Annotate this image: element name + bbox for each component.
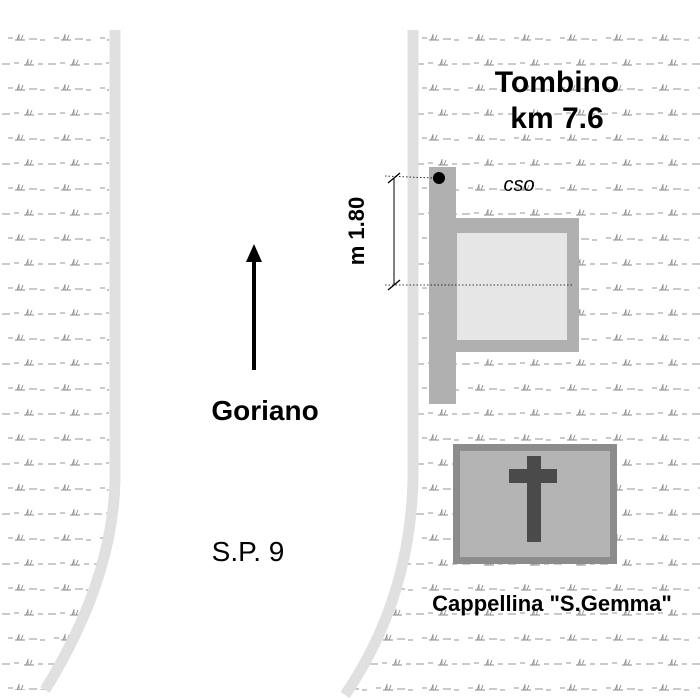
title-km: km 7.6 <box>510 102 603 135</box>
arrow-up-icon <box>246 244 262 370</box>
road-edge-left <box>40 30 121 693</box>
direction-label: Goriano <box>211 395 318 426</box>
culvert-box-inner <box>457 233 567 340</box>
cso-label: cso <box>503 174 534 196</box>
measure-label: m 1.80 <box>344 197 369 266</box>
road-label: S.P. 9 <box>212 536 285 567</box>
road-edge-right <box>340 30 419 699</box>
cross-icon <box>509 456 557 542</box>
dot-marker-icon <box>433 172 445 184</box>
culvert-vertical-bar <box>429 167 456 404</box>
vegetation-left <box>0 30 109 690</box>
title-tombino: Tombino <box>495 66 619 99</box>
chapel-label: Cappellina "S.Gemma" <box>432 591 672 616</box>
dimension-line <box>384 172 572 291</box>
